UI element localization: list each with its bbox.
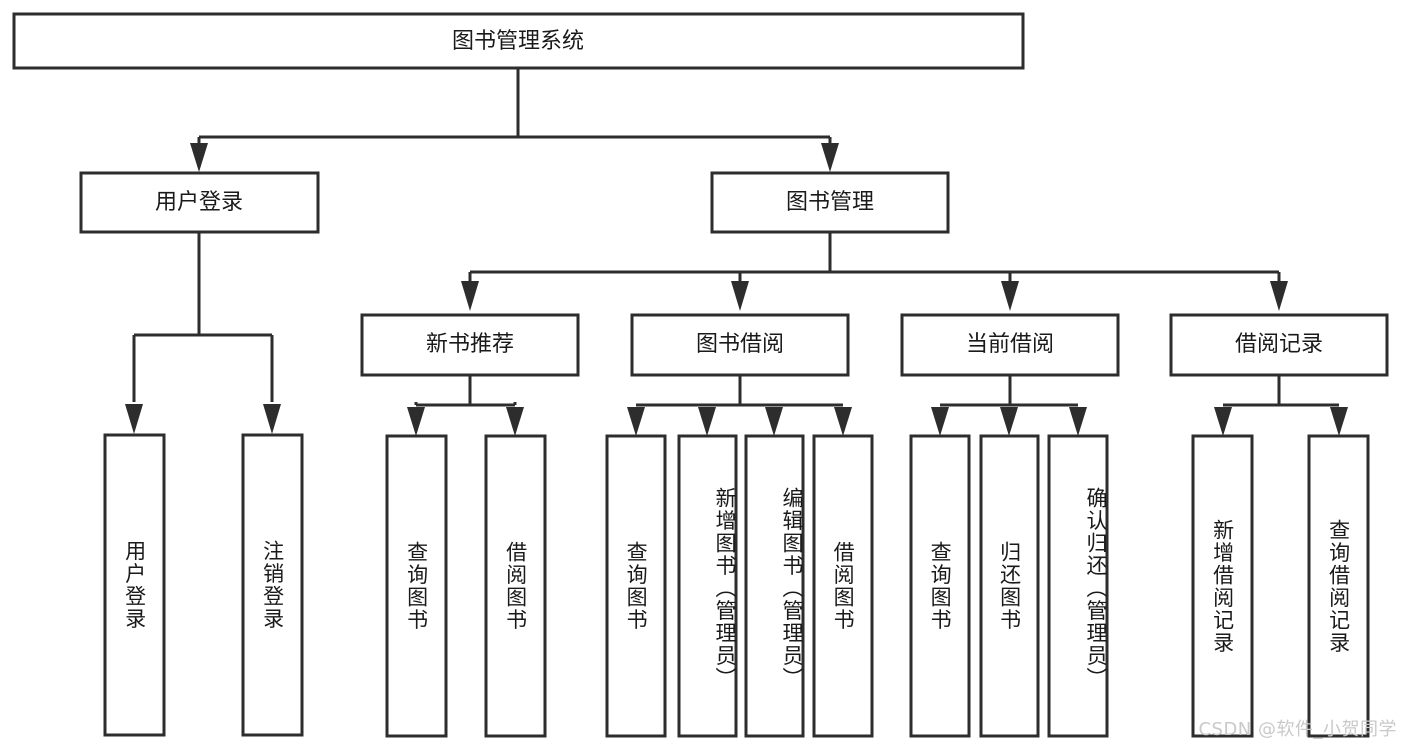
csdn-watermark: CSDN @软件_小贺同学	[1198, 719, 1397, 740]
arrowhead-leaf-bookborrow-1	[627, 407, 645, 436]
leaf-box-bookborrow-4[interactable]	[812, 434, 874, 738]
leaf-box-currentborrow-2[interactable]	[979, 434, 1040, 738]
arrowhead-leaf-currentborrow-1	[931, 407, 949, 436]
leaf-box-borrowrecord-1[interactable]	[1191, 434, 1254, 738]
node-borrow-record-label: 借阅记录	[1235, 332, 1323, 357]
node-current-borrow-box[interactable]	[900, 313, 1120, 377]
node-user-login-label: 用户登录	[155, 190, 243, 215]
arrowhead-new-book	[461, 281, 479, 311]
node-root-label: 图书管理系统	[452, 29, 584, 54]
arrowhead-user-login	[190, 143, 208, 172]
node-current-borrow-label: 当前借阅	[966, 332, 1054, 357]
arrowhead-leaf-currentborrow-2	[1000, 407, 1018, 436]
leaf-box-newbook-2[interactable]	[484, 434, 547, 738]
arrowhead-book-mgmt	[821, 143, 839, 172]
node-root-box[interactable]	[12, 12, 1025, 70]
node-box-group	[12, 12, 1389, 738]
node-user-login-box[interactable]	[79, 171, 320, 234]
arrowhead-current-borrow	[1001, 281, 1019, 311]
arrowhead-leaf-borrowrecord-1	[1214, 407, 1232, 436]
node-book-borrow-label: 图书借阅	[696, 332, 784, 357]
leaf-box-currentborrow-3[interactable]	[1047, 434, 1109, 738]
arrowhead-leaf-newbook-1	[407, 407, 425, 436]
arrowhead-leaf-user-login-1	[125, 404, 143, 434]
node-book-borrow-box[interactable]	[630, 313, 850, 377]
arrowhead-group	[125, 143, 1348, 436]
leaf-box-bookborrow-3[interactable]	[744, 434, 805, 738]
node-book-mgmt-label: 图书管理	[786, 190, 874, 215]
arrowhead-leaf-bookborrow-3	[765, 407, 783, 436]
leaf-box-user-login-2[interactable]	[241, 433, 304, 737]
leaf-box-borrowrecord-2[interactable]	[1307, 434, 1370, 738]
arrowhead-leaf-newbook-2	[506, 407, 524, 436]
node-book-mgmt-box[interactable]	[710, 171, 950, 234]
leaf-box-bookborrow-2[interactable]	[677, 434, 738, 738]
leaf-box-bookborrow-1[interactable]	[605, 434, 667, 738]
arrowhead-leaf-bookborrow-2	[698, 407, 716, 436]
leaf-box-newbook-1[interactable]	[385, 434, 448, 738]
arrowhead-leaf-currentborrow-3	[1069, 407, 1087, 436]
node-borrow-record-box[interactable]	[1169, 313, 1389, 377]
arrowhead-book-borrow	[731, 281, 749, 311]
leaf-box-currentborrow-1[interactable]	[909, 434, 971, 738]
arrowhead-borrow-record	[1270, 281, 1288, 311]
node-new-book-label: 新书推荐	[426, 332, 514, 357]
node-label-group: 图书管理系统 用户登录 图书管理 新书推荐 图书借阅 当前借阅 借阅记录	[155, 29, 1323, 357]
leaf-box-user-login-1[interactable]	[103, 433, 166, 737]
arrowhead-leaf-bookborrow-4	[834, 407, 852, 436]
arrowhead-leaf-user-login-2	[263, 404, 281, 434]
node-new-book-box[interactable]	[360, 313, 580, 377]
arrowhead-leaf-borrowrecord-2	[1330, 407, 1348, 436]
